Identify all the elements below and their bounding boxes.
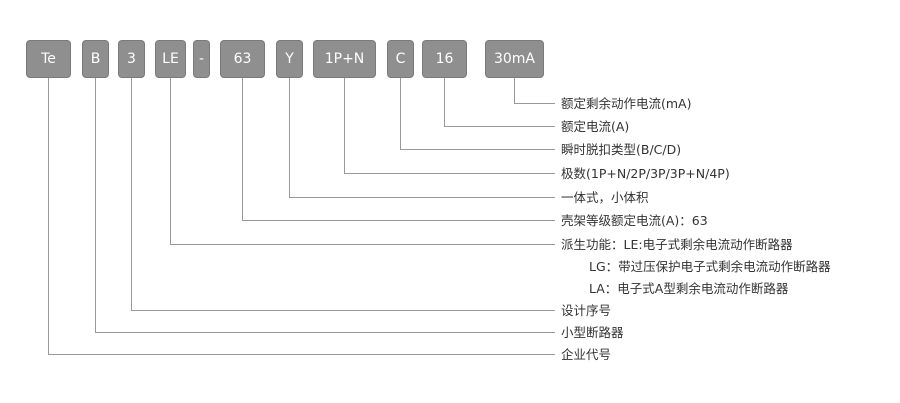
code-box-3: 3: [118, 40, 145, 78]
desc-design-serial: 设计序号: [561, 303, 612, 318]
code-box-16: 16: [422, 40, 467, 78]
code-box-poles: 1P+N: [313, 40, 376, 78]
connector-mcb: [95, 78, 555, 333]
desc-trip-type: 瞬时脱扣类型(B/C/D): [561, 142, 682, 157]
connector-derived-function: [170, 78, 555, 245]
code-box-63: 63: [220, 40, 265, 78]
desc-company-code: 企业代号: [561, 347, 612, 362]
desc-mcb: 小型断路器: [561, 325, 624, 340]
code-box-y: Y: [276, 40, 303, 78]
connector-poles: [344, 78, 555, 174]
connector-rated-current: [444, 78, 555, 127]
connector-company-code: [48, 78, 555, 355]
connector-trip-type: [400, 78, 555, 150]
desc-integrated: 一体式，小体积: [561, 190, 649, 205]
code-box-le: LE: [155, 40, 186, 78]
desc-derived-function-lg: LG：带过压保护电子式剩余电流动作断路器: [589, 259, 831, 274]
connector-frame-current: [242, 78, 555, 221]
connector-integrated: [289, 78, 555, 198]
desc-derived-function-la: LA：电子式A型剩余电流动作断路器: [589, 281, 789, 296]
desc-poles: 极数(1P+N/2P/3P/3P+N/4P): [561, 166, 730, 181]
code-box-te: Te: [26, 40, 71, 78]
connector-design-serial: [131, 78, 555, 311]
desc-rated-current: 额定电流(A): [561, 119, 630, 134]
code-box-b: B: [82, 40, 109, 78]
desc-frame-current: 壳架等级额定电流(A)：63: [561, 213, 708, 228]
code-box-dash: -: [193, 40, 210, 78]
code-box-30ma: 30mA: [485, 40, 544, 78]
desc-derived-function-le: 派生功能：LE:电子式剩余电流动作断路器: [561, 237, 793, 252]
code-box-c: C: [387, 40, 414, 78]
desc-rated-residual-current: 额定剩余动作电流(mA): [561, 96, 692, 111]
connector-rated-residual-current: [514, 78, 555, 104]
